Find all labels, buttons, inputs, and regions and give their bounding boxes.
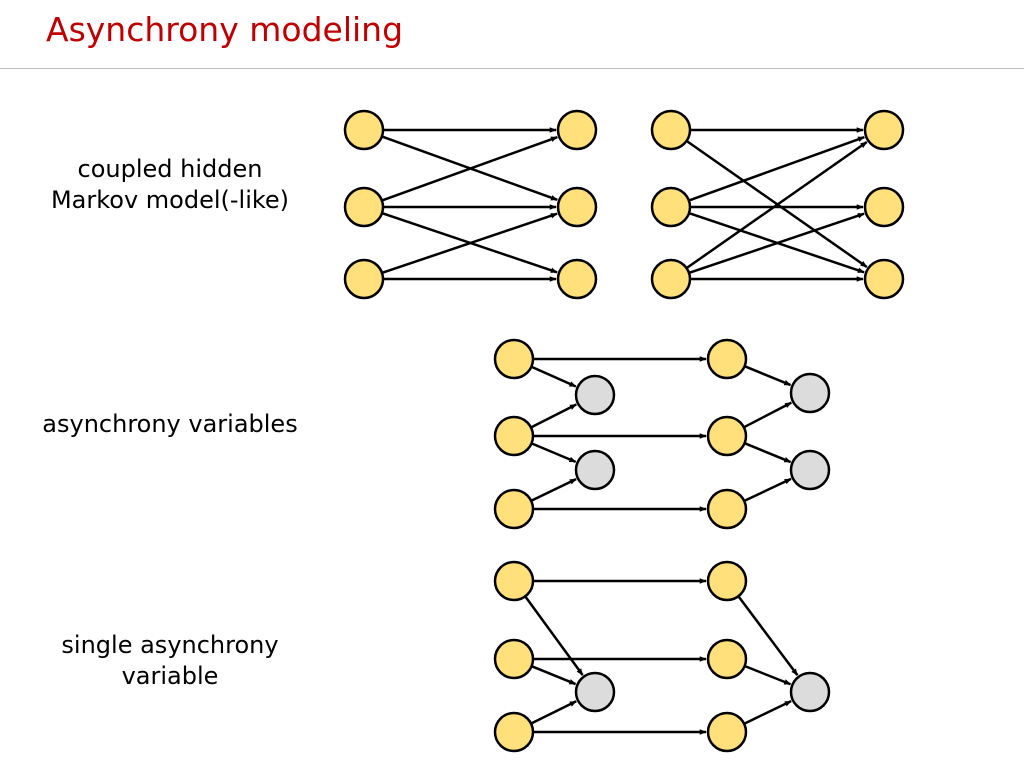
async-vars-state-node (493, 338, 535, 380)
single-asynchrony-label-line1: single asynchrony (61, 631, 279, 659)
chmm-right-source-node (650, 109, 692, 151)
asynchrony-variables-label: asynchrony variables (20, 409, 320, 440)
single-async-state-node (493, 560, 535, 602)
async-vars-asynchrony-edge (745, 442, 792, 464)
chmm-left-source-node (343, 186, 385, 228)
chmm-left-target-node (556, 258, 598, 300)
coupled-hmm-label-line2: Markov model(-like) (50, 186, 290, 214)
single-async-asynchrony-edge (737, 596, 799, 676)
chmm-left-target-node (556, 186, 598, 228)
async-vars-asynchrony-edge (531, 365, 577, 388)
chmm-left-source-node (343, 258, 385, 300)
single-async-asynchrony-edge (531, 700, 577, 725)
chmm-right-source-node (650, 186, 692, 228)
chmm-left-edge (382, 135, 558, 202)
async-vars-state-node (706, 488, 748, 530)
async-vars-asynchrony-edge (744, 401, 792, 428)
chmm-right-target-node (863, 109, 905, 151)
single-async-state-node (493, 711, 535, 753)
async-vars-asynchrony-node (789, 449, 831, 491)
chmm-left-source-node (343, 109, 385, 151)
chmm-right-target-node (863, 186, 905, 228)
single-asynchrony-variable-label: single asynchrony variable (20, 630, 320, 692)
edges-layer (382, 127, 868, 735)
chmm-left-target-node (556, 109, 598, 151)
nodes-layer (343, 109, 905, 753)
chmm-right-target-node (863, 258, 905, 300)
async-vars-asynchrony-node (574, 374, 616, 416)
chmm-right-edge (689, 135, 865, 202)
async-vars-asynchrony-edge (531, 403, 577, 429)
asynchrony-variables-label-text: asynchrony variables (42, 410, 298, 438)
async-vars-state-node (493, 415, 535, 457)
async-vars-asynchrony-edge (744, 477, 792, 502)
slide-title: Asynchrony modeling (46, 10, 404, 49)
single-async-asynchrony-edge (745, 665, 792, 686)
chmm-right-edge (686, 141, 868, 269)
chmm-right-edge (689, 212, 865, 274)
async-vars-asynchrony-edge (745, 365, 792, 387)
title-divider (0, 68, 1024, 69)
single-async-asynchrony-node (574, 671, 616, 713)
chmm-left-edge (382, 212, 558, 274)
single-asynchrony-label-line2: variable (121, 662, 219, 690)
chmm-right-source-node (650, 258, 692, 300)
async-vars-asynchrony-edge (531, 477, 577, 502)
async-vars-asynchrony-node (574, 449, 616, 491)
single-async-state-node (706, 711, 748, 753)
async-vars-asynchrony-edge (531, 442, 577, 464)
coupled-hmm-label-line1: coupled hidden (77, 155, 263, 183)
coupled-hmm-label: coupled hidden Markov model(-like) (20, 154, 320, 216)
async-vars-state-node (493, 488, 535, 530)
async-vars-asynchrony-node (789, 372, 831, 414)
single-async-asynchrony-edge (744, 699, 792, 725)
single-async-asynchrony-node (789, 671, 831, 713)
async-vars-state-node (706, 415, 748, 457)
single-async-state-node (706, 560, 748, 602)
single-async-asynchrony-edge (524, 596, 584, 676)
single-async-state-node (706, 638, 748, 680)
single-async-asynchrony-edge (532, 665, 577, 686)
single-async-state-node (493, 638, 535, 680)
async-vars-state-node (706, 338, 748, 380)
